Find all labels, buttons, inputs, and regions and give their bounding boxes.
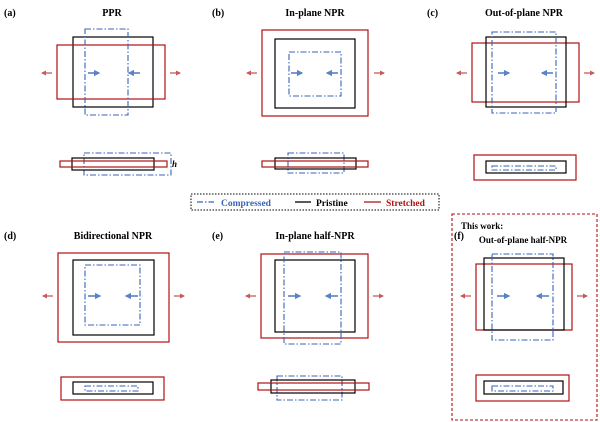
panel-e-side-compressed [276, 375, 343, 401]
panel-a-compressed-rect [84, 28, 129, 116]
panel-a-title: PPR [102, 8, 122, 19]
panel-f-pristine-square [483, 257, 565, 331]
panel-f-side-stretched [475, 374, 570, 402]
panel-b [245, 29, 386, 174]
panel-f-stretched-rect [475, 263, 573, 331]
legend-stretched-label: Stretched [386, 199, 426, 209]
panel-a-side-compressed [83, 152, 172, 176]
panel-f-side-pristine [483, 380, 564, 395]
panel-c-side-pristine [485, 160, 567, 174]
panel-b-stretched-rect [261, 29, 369, 117]
panel-d-letter: (d) [4, 231, 16, 242]
panel-e-side-pristine [270, 379, 356, 394]
panel-f-title: Out-of-plane half-NPR [479, 235, 568, 245]
panel-c-title: Out-of-plane NPR [485, 8, 564, 19]
panel-b-side-pristine [274, 157, 357, 170]
panel-d-title: Bidirectional NPR [74, 231, 153, 242]
panel-a: h [40, 28, 182, 176]
panel-c-side-stretched [473, 154, 577, 181]
thickness-label: h [172, 159, 177, 169]
panel-a-pristine-square [72, 36, 154, 108]
panel-d-side-compressed [84, 385, 139, 392]
panel-c-pristine-square [485, 36, 567, 108]
legend: Compressed Pristine Stretched [190, 193, 440, 211]
panel-e-compressed-rect [283, 251, 342, 345]
panel-b-side-stretched [261, 160, 369, 168]
panel-c-compressed-rect [491, 31, 557, 114]
panel-b-pristine-square [274, 38, 356, 109]
panel-f [459, 253, 589, 402]
legend-frame [190, 193, 440, 211]
panel-a-letter: (a) [4, 8, 16, 19]
panel-a-side-pristine [71, 157, 155, 171]
this-work-frame [451, 213, 598, 421]
panel-f-letter: (f) [454, 231, 464, 242]
panel-d [41, 252, 186, 401]
this-work-label: This work: [461, 221, 503, 231]
panel-e-letter: (e) [212, 231, 223, 242]
panel-a-stretched-rect [56, 44, 166, 100]
panel-d-pristine-square [72, 259, 155, 336]
panel-f-compressed-rect [491, 253, 554, 341]
panel-c-side-compressed [491, 165, 557, 171]
panel-e-title: In-plane half-NPR [275, 231, 355, 242]
legend-pristine-label: Pristine [316, 199, 348, 209]
panel-e [244, 251, 385, 401]
panel-d-side-pristine [72, 381, 154, 395]
panel-b-side-compressed [287, 152, 345, 174]
panel-c-letter: (c) [427, 8, 438, 19]
panel-b-compressed-rect [288, 51, 342, 97]
panel-e-pristine-square [274, 259, 356, 333]
panel-c [455, 31, 596, 181]
legend-compressed-label: Compressed [221, 199, 272, 209]
panel-f-side-compressed [491, 385, 554, 392]
panel-b-letter: (b) [212, 8, 224, 19]
panel-b-title: In-plane NPR [285, 8, 345, 19]
panel-d-side-stretched [60, 376, 165, 401]
panel-headings: (a) PPR (b) In-plane NPR (c) Out-of-plan… [4, 8, 568, 245]
panel-e-stretched-rect [260, 253, 369, 339]
panel-c-stretched-rect [471, 42, 580, 103]
panel-d-compressed-rect [84, 264, 141, 326]
panel-d-stretched-rect [57, 252, 170, 343]
panel-e-side-stretched [257, 382, 370, 391]
panel-a-side-stretched [59, 160, 168, 168]
